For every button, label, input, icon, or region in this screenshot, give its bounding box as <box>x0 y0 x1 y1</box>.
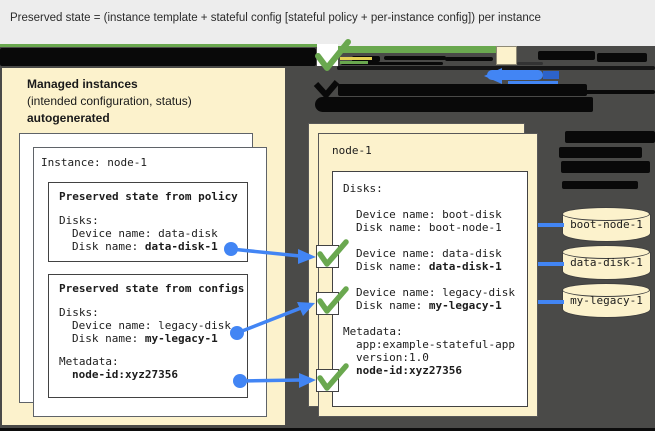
panel-heading: Managed instances <box>27 77 138 91</box>
vm-metadata-label: Metadata: <box>343 325 403 338</box>
checkbox-data-disk <box>316 239 349 268</box>
policy-box-title: Preserved state from policy <box>59 190 238 203</box>
vm-disk-device: Device name: data-disk <box>356 247 502 260</box>
disk-label: data-disk-1 <box>570 256 643 269</box>
redacted-bar <box>445 57 493 61</box>
top-checkbox <box>315 39 351 71</box>
title-band: Preserved state = (instance template + s… <box>0 0 655 46</box>
redacted-bar <box>341 62 443 65</box>
disk-name-value: data-disk-1 <box>144 240 218 253</box>
disk-name-value: data-disk-1 <box>428 260 502 273</box>
policy-disk-line: Disk name: data-disk-1 <box>59 240 247 253</box>
vm-card: node-1 Disks: Device name: boot-disk Dis… <box>318 133 538 417</box>
redacted-bar <box>561 161 650 173</box>
vm-disk-device: Device name: boot-disk <box>356 208 502 221</box>
configs-disk-line: Disk name: my-legacy-1 <box>59 332 247 345</box>
checkbox-legacy-disk <box>316 286 349 315</box>
disk-cylinder: boot-node-1 <box>561 207 651 242</box>
redacted-bar <box>562 181 638 189</box>
checkmark-icon <box>317 363 349 391</box>
disk-cylinder: my-legacy-1 <box>561 283 651 318</box>
redacted-bar <box>585 90 655 94</box>
disk-name-prefix: Disk name: <box>72 332 145 345</box>
checkmark-icon <box>315 39 351 71</box>
vm-metadata-line: version:1.0 <box>356 351 429 364</box>
vm-card-title: node-1 <box>332 144 372 157</box>
redacted-bar <box>517 62 543 65</box>
blue-arrow-tail <box>508 81 558 84</box>
vm-disks-box: Disks: Device name: boot-disk Disk name:… <box>332 171 528 407</box>
policy-disks-label: Disks: <box>59 214 99 227</box>
redacted-bar <box>597 53 647 62</box>
redacted-bar <box>338 84 587 96</box>
redacted-bar <box>559 147 642 158</box>
vm-disk-name: Disk name: my-legacy-1 <box>343 299 527 312</box>
configs-metadata-label: Metadata: <box>59 355 119 368</box>
vm-disk-name: Disk name: data-disk-1 <box>343 260 527 273</box>
disk-label: my-legacy-1 <box>570 294 643 307</box>
bottom-strip <box>0 428 655 431</box>
vm-disks-label: Disks: <box>343 182 383 195</box>
managed-instances-panel: Managed instances (intended configuratio… <box>2 68 285 425</box>
panel-subheading: (intended configuration, status) <box>27 94 192 108</box>
redacted-bar <box>565 131 655 143</box>
disk-name-prefix: Disk name: <box>356 299 429 312</box>
vm-disk-name: Disk name: boot-node-1 <box>343 221 527 234</box>
disk-label: boot-node-1 <box>570 218 643 231</box>
configs-metadata-value: node-id:xyz27356 <box>72 368 178 381</box>
checkbox-metadata <box>316 363 349 392</box>
blue-arrow-left <box>487 70 543 80</box>
instance-card-title: Instance: node-1 <box>41 156 147 169</box>
disk-name-prefix: Disk name: <box>72 240 145 253</box>
green-highlight-mark <box>340 61 368 64</box>
green-divider-line <box>0 44 317 47</box>
vm-metadata-value: node-id:xyz27356 <box>356 364 462 377</box>
disk-name-value: my-legacy-1 <box>144 332 218 345</box>
policy-device-line: Device name: data-disk <box>72 227 218 240</box>
panel-note: autogenerated <box>27 111 110 125</box>
page-title: Preserved state = (instance template + s… <box>10 12 541 24</box>
configs-box-title: Preserved state from configs <box>59 282 245 295</box>
yellow-highlight-mark <box>340 57 372 60</box>
redacted-bar <box>538 51 595 60</box>
configs-device-line: Device name: legacy-disk <box>72 319 231 332</box>
redacted-bar <box>0 48 316 66</box>
checkmark-icon <box>317 239 349 267</box>
configs-disks-label: Disks: <box>59 306 99 319</box>
blue-arrow-segment <box>543 71 559 79</box>
preserved-state-policy-box: Preserved state from policy Disks: Devic… <box>48 182 248 262</box>
green-highlight-bar <box>338 46 496 53</box>
preserved-state-configs-box: Preserved state from configs Disks: Devi… <box>48 274 248 398</box>
instance-card: Instance: node-1 Preserved state from po… <box>33 147 267 417</box>
vm-disk-device: Device name: legacy-disk <box>356 286 515 299</box>
disk-name-prefix: Disk name: <box>356 260 429 273</box>
disk-name-prefix: Disk name: <box>356 221 429 234</box>
checkmark-icon <box>317 286 349 314</box>
disk-name-value: boot-node-1 <box>428 221 502 234</box>
disk-name-value: my-legacy-1 <box>428 299 502 312</box>
cream-chip <box>496 46 517 65</box>
vm-metadata-line: app:example-stateful-app <box>356 338 515 351</box>
disk-cylinder: data-disk-1 <box>561 245 651 280</box>
redacted-bar <box>384 56 446 60</box>
panel-heading-block: Managed instances (intended configuratio… <box>27 76 192 127</box>
redacted-bar <box>315 97 593 112</box>
